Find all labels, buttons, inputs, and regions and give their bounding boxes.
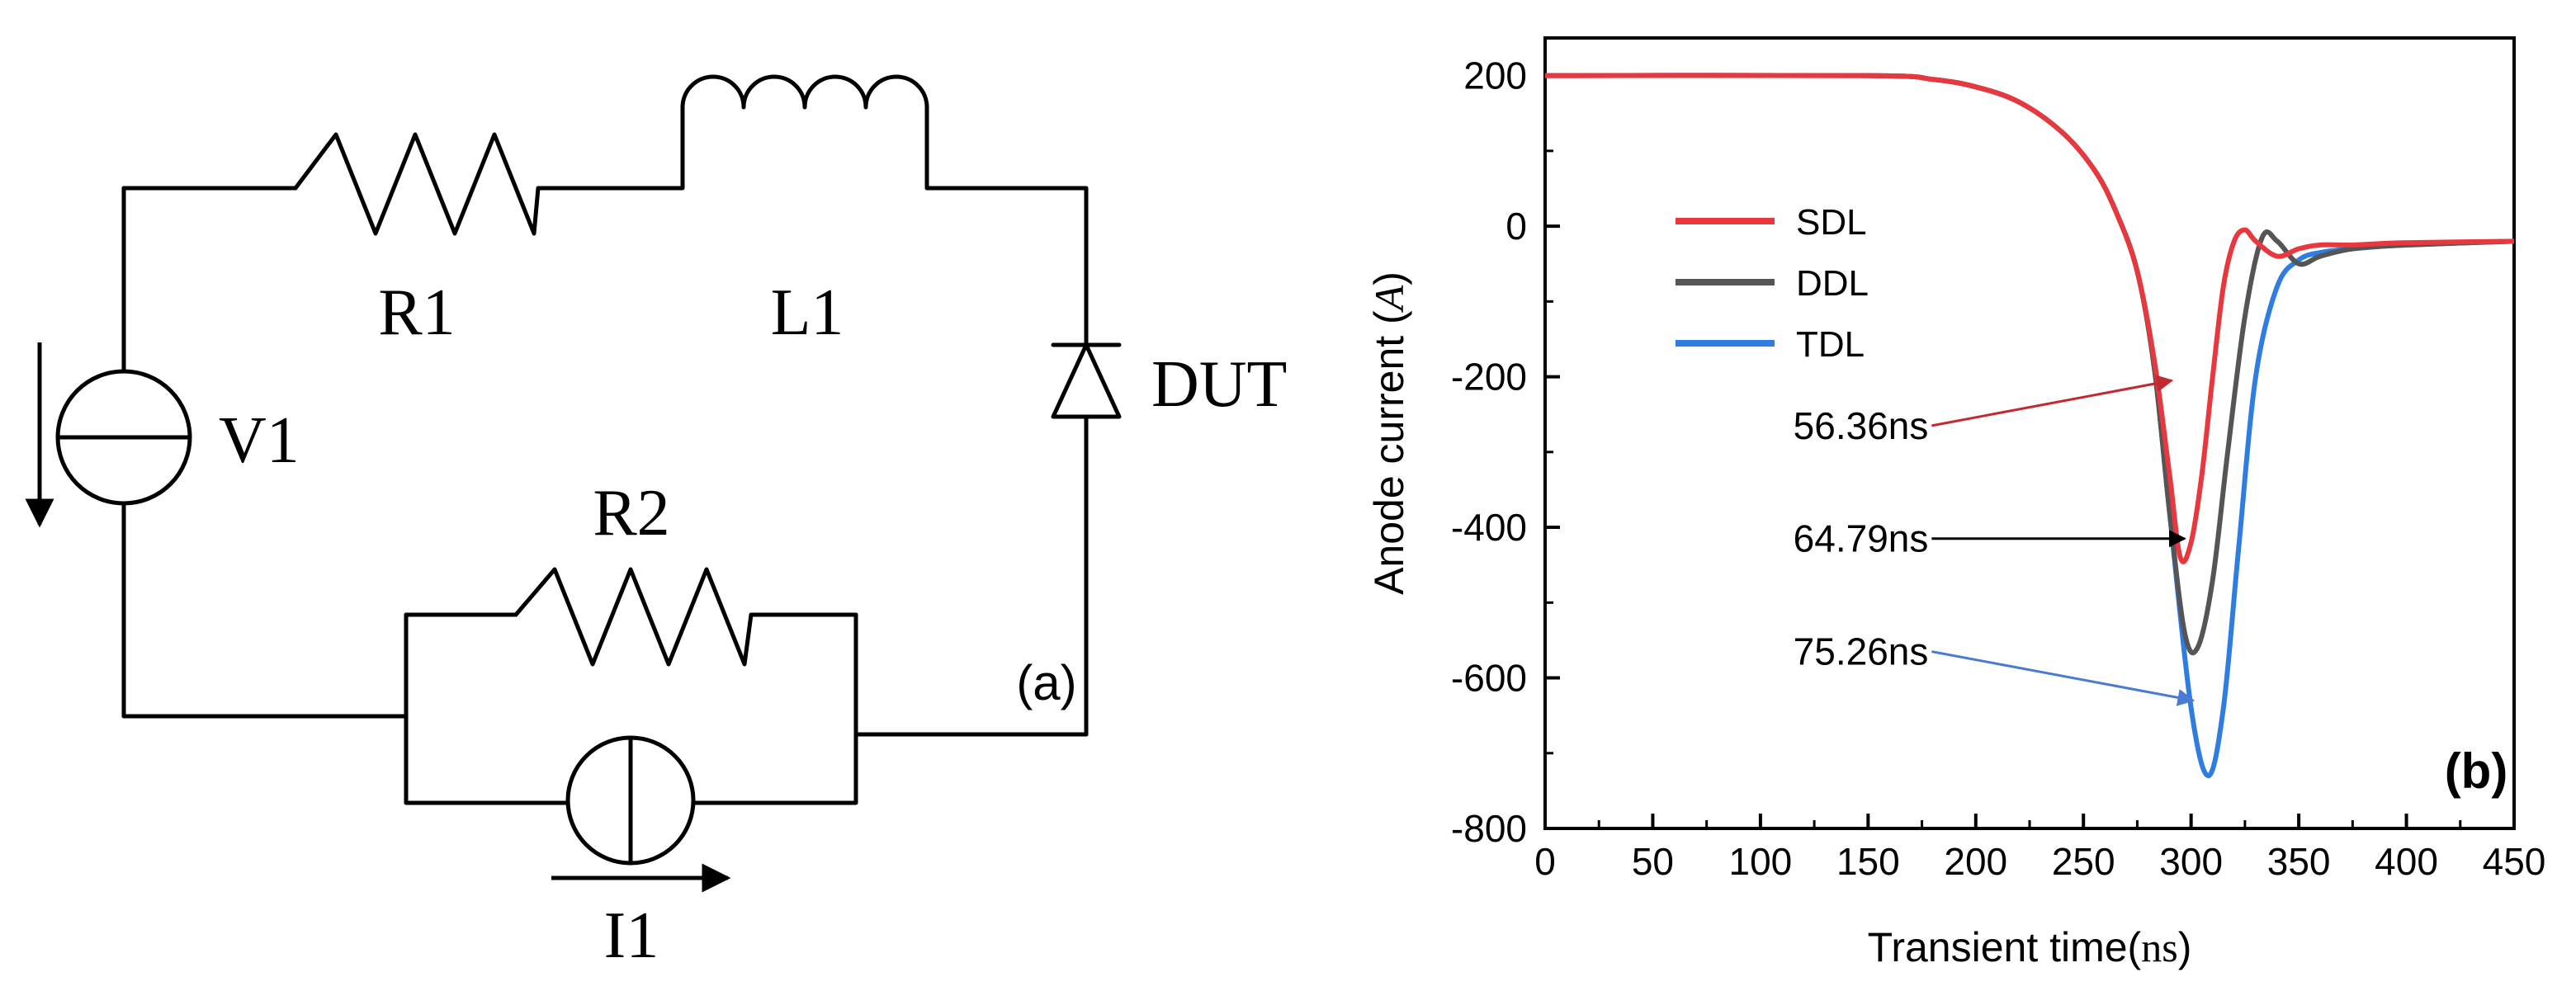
label-v1: V1 [219,404,300,477]
y-axis-title: Anode current (A) [1366,271,1412,595]
y-tick-label: -200 [1451,356,1527,399]
label-r1: R1 [378,276,455,349]
legend-label-sdl: SDL [1796,202,1867,243]
label-i1: I1 [604,899,659,972]
y-tick-label: -400 [1451,506,1527,549]
wire-r1-l1 [536,105,685,191]
wire-parallel-block [404,612,858,805]
legend: SDL DDL TDL [1676,202,1869,365]
x-tick-label: 450 [2483,840,2546,883]
panel-label-a: (a) [1016,655,1076,710]
annotation-label: 64.79ns [1794,517,1929,560]
chart-panel: 0 50 100 150 200 250 300 350 400 450 200 0 -200 -400… [1366,36,2545,970]
x-tick-label: 0 [1534,840,1556,883]
annotation-arrow [1931,650,2196,706]
i1-current-source [565,735,696,866]
y-tick-label: -800 [1451,807,1527,850]
x-tick-label: 200 [1944,840,2007,883]
label-r2: R2 [593,477,669,550]
series-lines [1544,73,2515,779]
r1-resistor [293,132,541,236]
r2-resistor [513,567,754,667]
label-dut: DUT [1151,348,1287,421]
x-tick-label: 150 [1836,840,1900,883]
x-axis-title: Transient time(ns) [1868,924,2192,970]
x-tick-label: 400 [2375,840,2438,883]
panel-label-b: (b) [2445,743,2508,799]
x-tick-label: 300 [2159,840,2223,883]
y-tick-label: 200 [1463,54,1527,97]
wire-l1-right [924,105,1089,347]
plot-frame [1543,36,2516,830]
circuit-diagram: R1 L1 V1 DUT R2 I1 (a) [25,74,1287,972]
x-tick-label: 50 [1632,840,1674,883]
annotation-label: 75.26ns [1794,630,1929,673]
annotation-label: 56.36ns [1794,404,1929,447]
y-axis: 200 0 -200 -400 -600 -800 [1451,54,1560,850]
annotations: 56.36ns 64.79ns 75.26ns [1794,375,2196,706]
v1-voltage-source [55,369,192,506]
dut-diode [1051,342,1122,737]
y-tick-label: 0 [1505,205,1527,248]
x-tick-label: 250 [2052,840,2115,883]
x-tick-label: 100 [1729,840,1793,883]
legend-label-tdl: TDL [1796,324,1865,365]
series-line-sdl [1544,73,2515,564]
l1-inductor [680,74,929,110]
x-tick-label: 350 [2267,840,2331,883]
annotation-arrow [1931,375,2174,427]
legend-label-ddl: DDL [1796,263,1869,304]
y-tick-label: -600 [1451,657,1527,700]
series-line-ddl [1544,73,2515,656]
label-l1: L1 [771,276,844,349]
x-axis: 0 50 100 150 200 250 300 350 400 450 [1534,814,2545,883]
